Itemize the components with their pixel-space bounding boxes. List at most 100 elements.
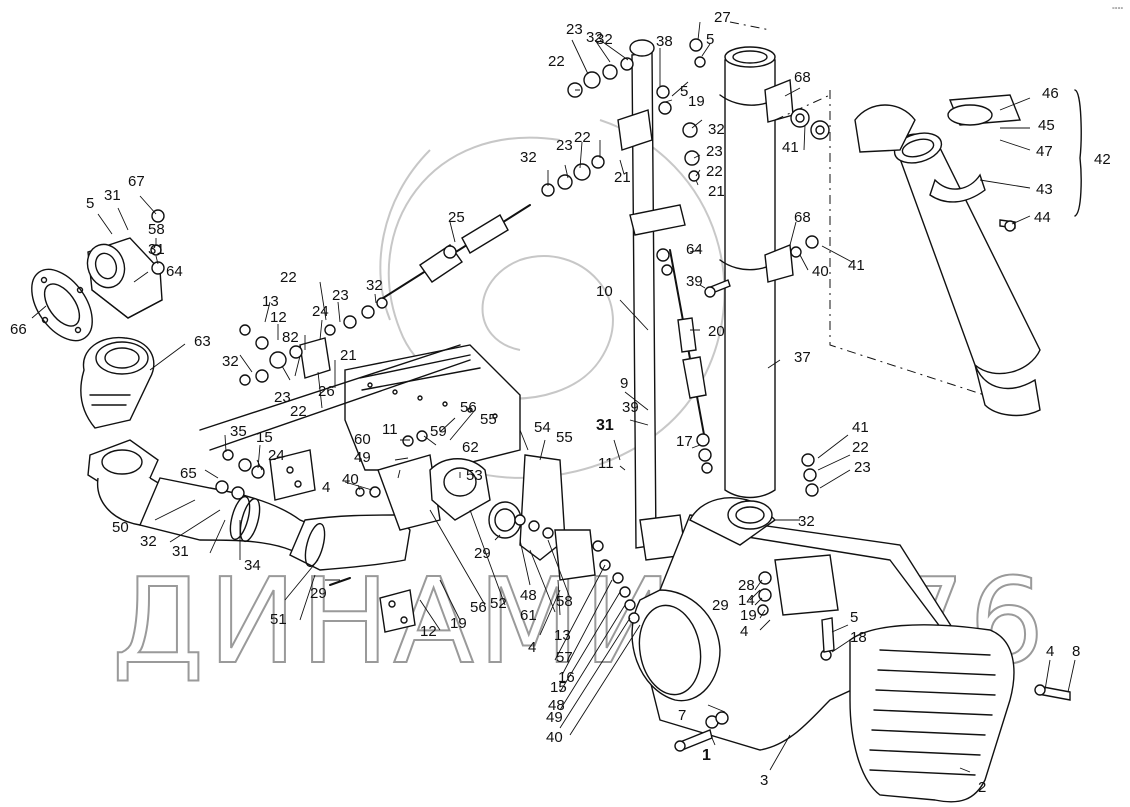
callout-number: 14 xyxy=(738,592,755,609)
callout-number: 63 xyxy=(194,333,211,350)
callout-number: 31 xyxy=(104,187,121,204)
callout-number: 7 xyxy=(678,707,686,724)
callout-number: 61 xyxy=(520,607,537,624)
callout-number: 4 xyxy=(528,639,536,656)
callout-number: 40 xyxy=(812,263,829,280)
callout-number: 18 xyxy=(850,629,867,646)
callout-number: 32 xyxy=(366,277,383,294)
callout-number: 48 xyxy=(548,697,565,714)
callout-number: 64 xyxy=(166,263,183,280)
callout-number: 56 xyxy=(460,399,477,416)
callout-number: 22 xyxy=(548,53,565,70)
callout-number: 13 xyxy=(554,627,571,644)
callout-number: 53 xyxy=(466,467,483,484)
clamp-29 xyxy=(727,500,773,530)
callout-number: 68 xyxy=(794,69,811,86)
callout-number: 40 xyxy=(546,729,563,746)
callout-number: 44 xyxy=(1034,209,1051,226)
callout-number: 26 xyxy=(318,383,335,400)
callout-number: 19 xyxy=(740,607,757,624)
callout-number: 34 xyxy=(244,557,261,574)
callout-number: 25 xyxy=(448,209,465,226)
vertical-rod-20 xyxy=(669,249,707,441)
callout-number: 11 xyxy=(382,421,398,438)
callout-number: 15 xyxy=(550,679,567,696)
callout-number: 40 xyxy=(342,471,359,488)
small-fasteners xyxy=(150,38,1016,661)
callout-number: 57 xyxy=(556,649,573,666)
callout-number: 12 xyxy=(420,623,437,640)
callout-number: 11 xyxy=(598,455,614,472)
callout-number: 5 xyxy=(706,31,714,48)
callout-number: 15 xyxy=(256,429,273,446)
callout-number: 46 xyxy=(1042,85,1059,102)
callout-number: 65 xyxy=(180,465,197,482)
callout-number: 1 xyxy=(702,747,711,764)
callout-number: 41 xyxy=(852,419,869,436)
callout-number: 32 xyxy=(520,149,537,166)
callout-number: 41 xyxy=(848,257,865,274)
callout-number: 31 xyxy=(148,241,165,258)
bracket-82 xyxy=(269,337,331,501)
heat-shield-6 xyxy=(849,624,1015,803)
callout-number: 23 xyxy=(566,21,583,38)
bellows-pipe-63 xyxy=(80,336,155,429)
callout-number: 19 xyxy=(450,615,467,632)
callout-number: 38 xyxy=(656,33,673,50)
callout-number: 48 xyxy=(520,587,537,604)
callout-number: 9 xyxy=(620,375,628,392)
callout-number: 21 xyxy=(614,169,631,186)
callout-number: 51 xyxy=(270,611,287,628)
callout-number: 29 xyxy=(474,545,491,562)
callout-number: 12 xyxy=(270,309,287,326)
callout-number: 68 xyxy=(794,209,811,226)
callout-number: 29 xyxy=(310,585,327,602)
callout-number: 10 xyxy=(596,283,613,300)
callout-number: 42 xyxy=(1094,151,1111,168)
leader-lines xyxy=(31,21,1076,773)
callout-number: 3 xyxy=(760,772,768,789)
callout-number: 31 xyxy=(596,417,614,434)
callout-number: 5 xyxy=(680,83,688,100)
bracket-set-42-brace xyxy=(1074,89,1082,217)
callout-number: 49 xyxy=(546,709,563,726)
callout-number: 19 xyxy=(688,93,705,110)
callout-number: 67 xyxy=(128,173,145,190)
callout-number: 20 xyxy=(708,323,725,340)
callout-number: 4 xyxy=(740,623,748,640)
callout-number: 5 xyxy=(86,195,94,212)
callout-number: 35 xyxy=(230,423,247,440)
callout-number: 52 xyxy=(490,595,507,612)
callout-number: 29 xyxy=(712,597,729,614)
callout-number: 60 xyxy=(354,431,371,448)
callout-number: 55 xyxy=(556,429,573,446)
callout-number: 31 xyxy=(172,543,189,560)
exhaust-pipe-37 xyxy=(719,46,794,499)
nuts-41 xyxy=(790,108,830,140)
stay-rod-25 xyxy=(379,204,531,301)
callout-number: 4 xyxy=(322,479,330,496)
callout-number: 27 xyxy=(714,9,731,26)
frame-rail xyxy=(199,344,521,471)
flange-elbow-lower xyxy=(87,439,172,526)
bolt-7 xyxy=(1034,684,1071,701)
callout-number: 13 xyxy=(262,293,279,310)
callout-number: 62 xyxy=(462,439,479,456)
callout-number: 2 xyxy=(978,779,986,796)
corner-mark: °°°° xyxy=(1112,6,1123,14)
callout-number: 82 xyxy=(282,329,299,346)
callout-number: 32 xyxy=(586,29,603,46)
callout-number: 58 xyxy=(148,221,165,238)
callout-number: 17 xyxy=(676,433,693,450)
callout-number: 23 xyxy=(854,459,871,476)
callout-number: 32 xyxy=(596,31,613,48)
callout-number: 32 xyxy=(222,353,239,370)
callout-number: 54 xyxy=(534,419,551,436)
callout-number: 66 xyxy=(10,321,27,338)
callout-number: 23 xyxy=(706,143,723,160)
callout-number: 39 xyxy=(622,399,639,416)
callout-number: 22 xyxy=(574,129,591,146)
